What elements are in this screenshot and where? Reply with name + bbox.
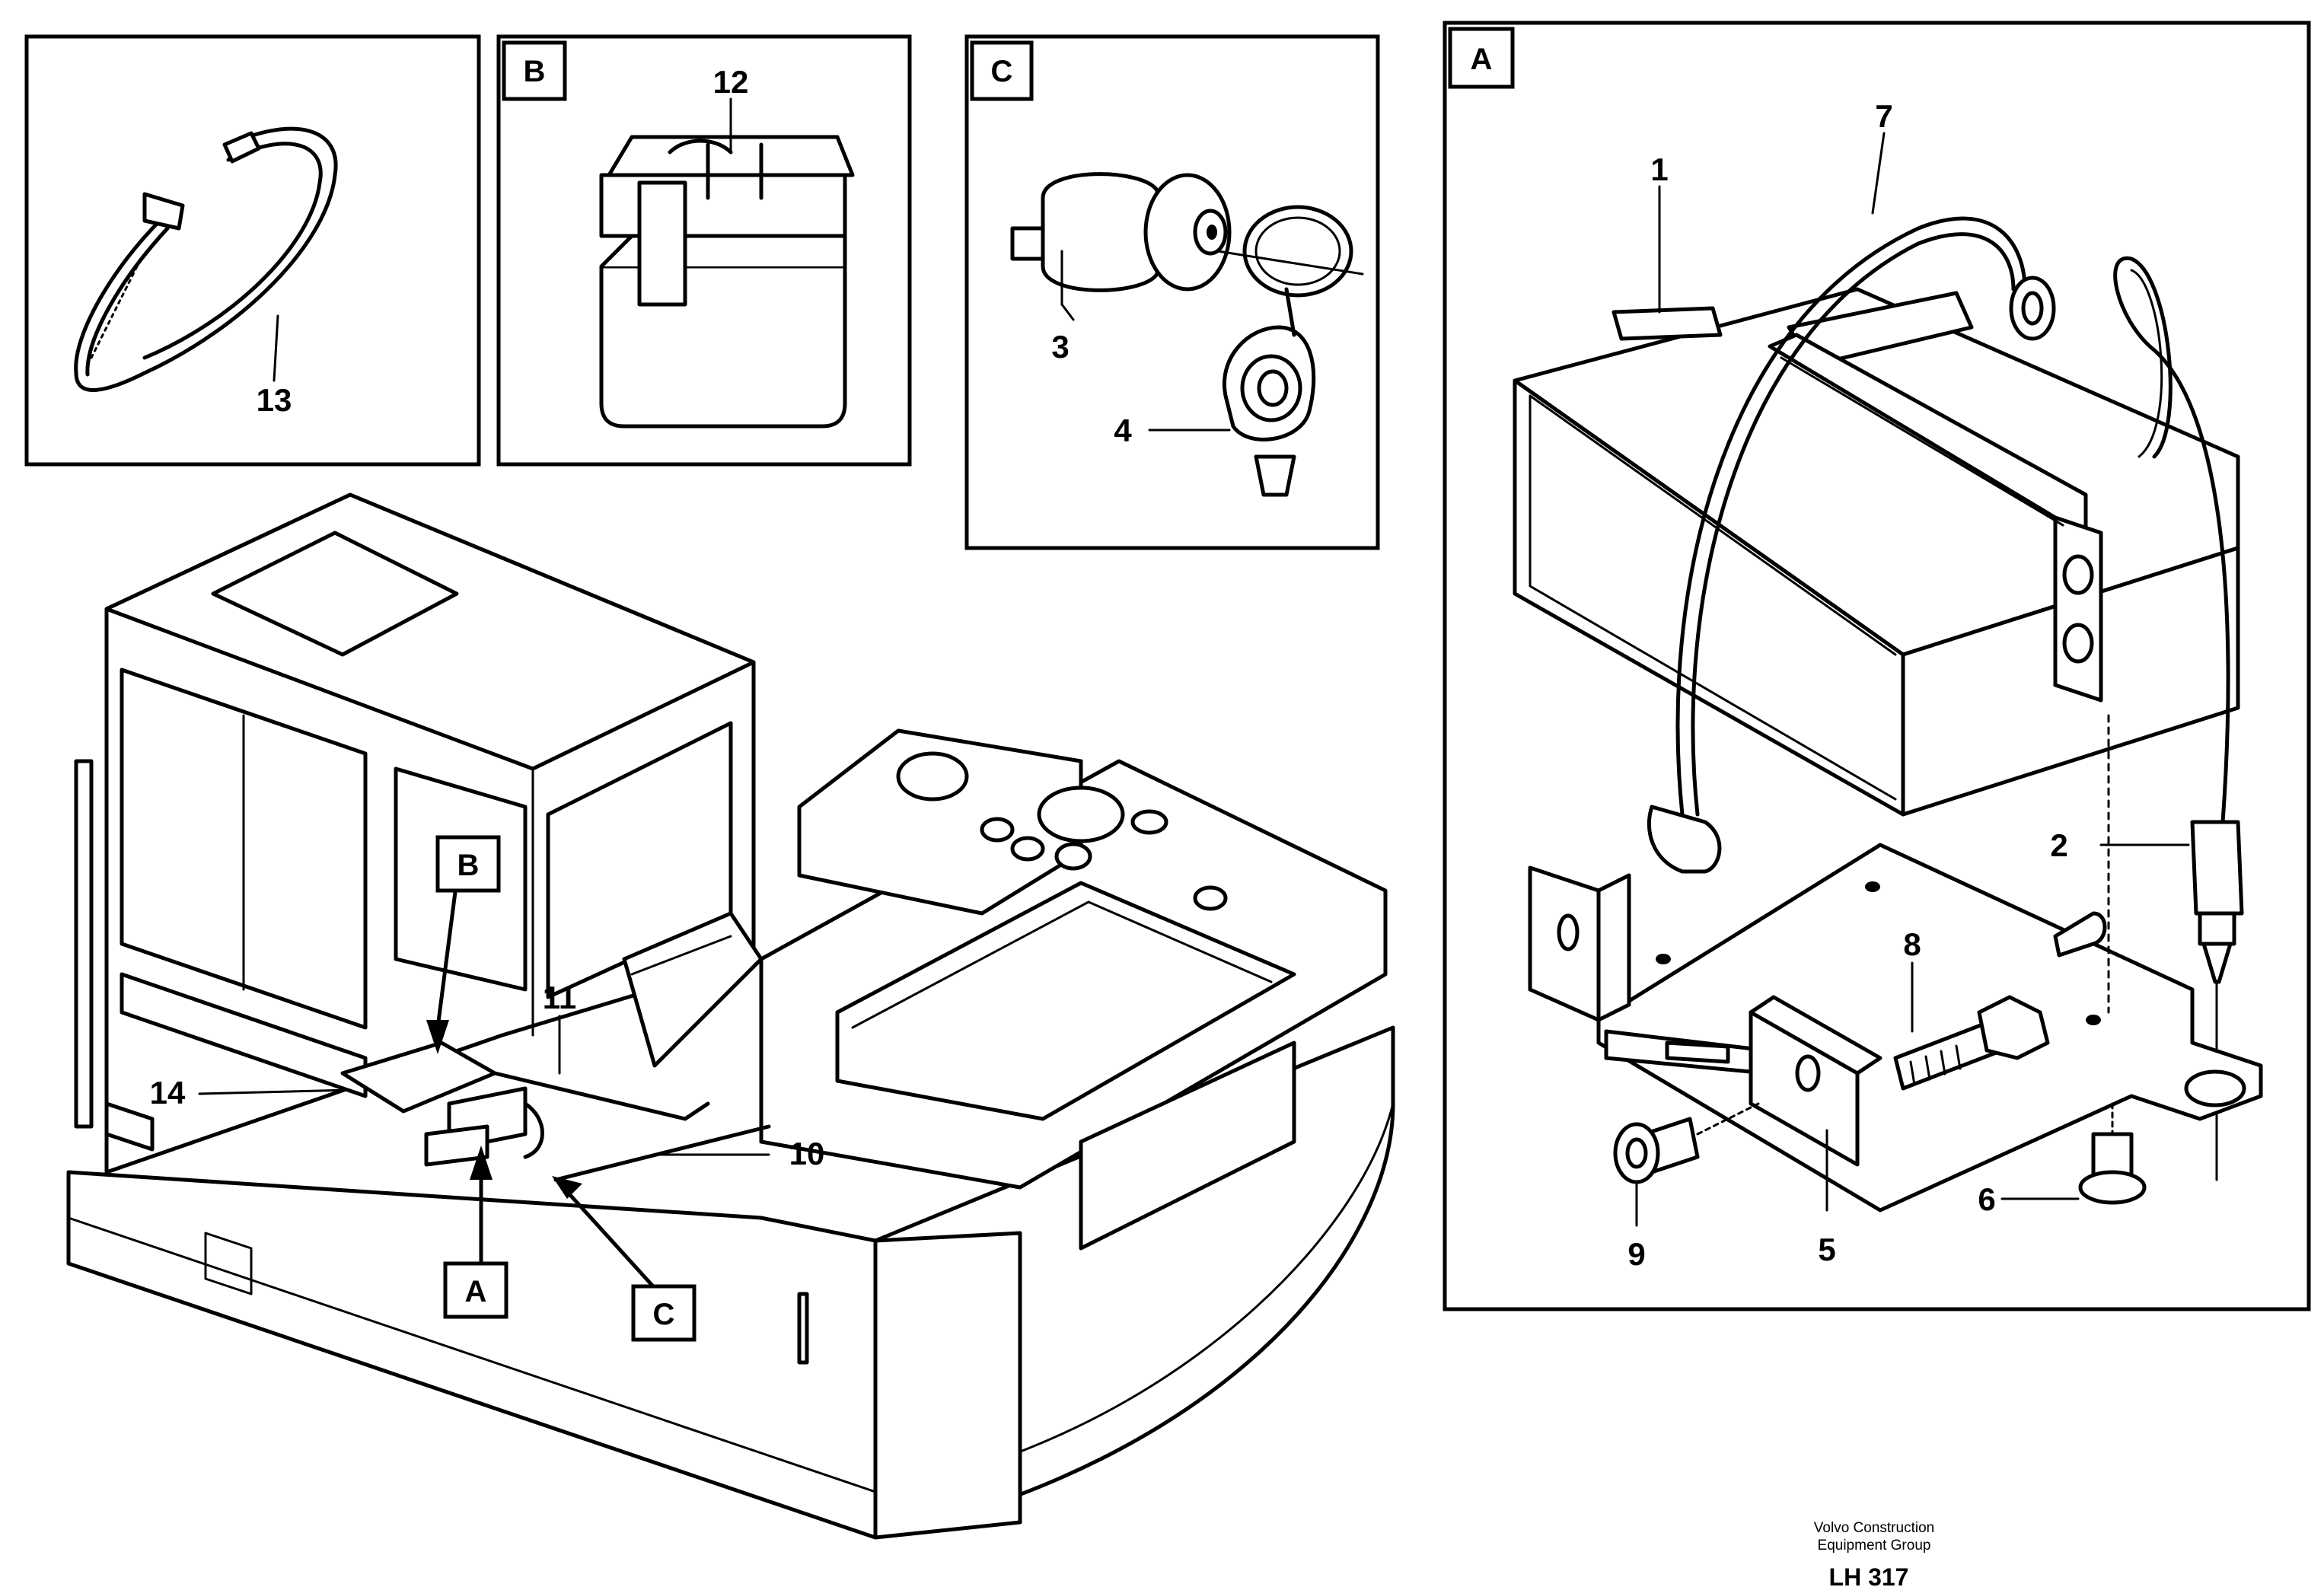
callout-1: 1 — [1650, 151, 1668, 187]
sensor-cable-part — [2113, 256, 2244, 1181]
callout-10: 10 — [789, 1136, 825, 1171]
drawing-code: LH 317 — [1829, 1563, 1909, 1587]
tag-b: B — [457, 849, 480, 882]
callout-12: 12 — [713, 64, 749, 100]
ground-cable-part — [1647, 216, 2056, 874]
panel-a: A — [1443, 21, 2311, 1311]
callout-7: 7 — [1875, 98, 1892, 134]
bolt-part — [1893, 911, 2107, 1091]
strap-panel-frame — [24, 34, 481, 467]
control-unit-part — [1513, 287, 2240, 817]
tag-b-box — [435, 835, 501, 893]
panel-c: C 3 4 — [964, 34, 1380, 550]
dust-cap-part — [1223, 205, 1353, 497]
tag-c: C — [653, 1298, 675, 1331]
relay-socket-part — [599, 135, 855, 429]
company-name-line1: Volvo Construction — [1814, 1520, 1934, 1536]
tag-a-box — [443, 1261, 508, 1319]
callout-3: 3 — [1051, 329, 1069, 365]
callout-4: 4 — [1114, 413, 1132, 448]
socket-plug-part — [1010, 172, 1232, 292]
callout-5: 5 — [1818, 1232, 1835, 1267]
cable-tie-part — [74, 126, 338, 392]
excavator-upper-structure — [66, 492, 1395, 1540]
panel-b-label-box — [502, 40, 567, 101]
panel-b-label: B — [524, 55, 546, 88]
panel-a-label: A — [1471, 43, 1493, 76]
company-name-line2: Equipment Group — [1818, 1538, 1931, 1554]
callout-13: 13 — [257, 382, 292, 418]
sub-bracket-part — [1749, 995, 1882, 1167]
strap-panel: 13 — [24, 34, 481, 467]
machine-callouts: B A C 11 14 10 — [150, 835, 825, 1342]
callout-11: 11 — [543, 980, 576, 1015]
panel-a-label-box — [1448, 27, 1515, 89]
footer: Volvo Construction Equipment Group LH 31… — [1814, 1520, 1934, 1587]
tag-c-box — [631, 1284, 697, 1342]
mounting-strap-part — [1768, 333, 2103, 703]
screw-part — [2078, 1102, 2147, 1205]
callout-2: 2 — [2050, 827, 2067, 863]
callout-8: 8 — [1903, 926, 1921, 962]
panel-c-frame — [964, 34, 1380, 550]
callout-6: 6 — [1978, 1181, 1995, 1217]
panel-c-label-box — [970, 40, 1034, 101]
panel-a-frame — [1443, 21, 2311, 1311]
panel-b-frame — [496, 34, 912, 467]
tag-a: A — [465, 1275, 487, 1308]
callout-14: 14 — [150, 1075, 186, 1111]
panel-b: B 12 — [496, 34, 912, 467]
callout-9: 9 — [1627, 1236, 1645, 1272]
panel-c-label: C — [991, 55, 1013, 88]
base-plate-part — [1528, 843, 2263, 1213]
nipple-part — [1613, 1102, 1760, 1184]
